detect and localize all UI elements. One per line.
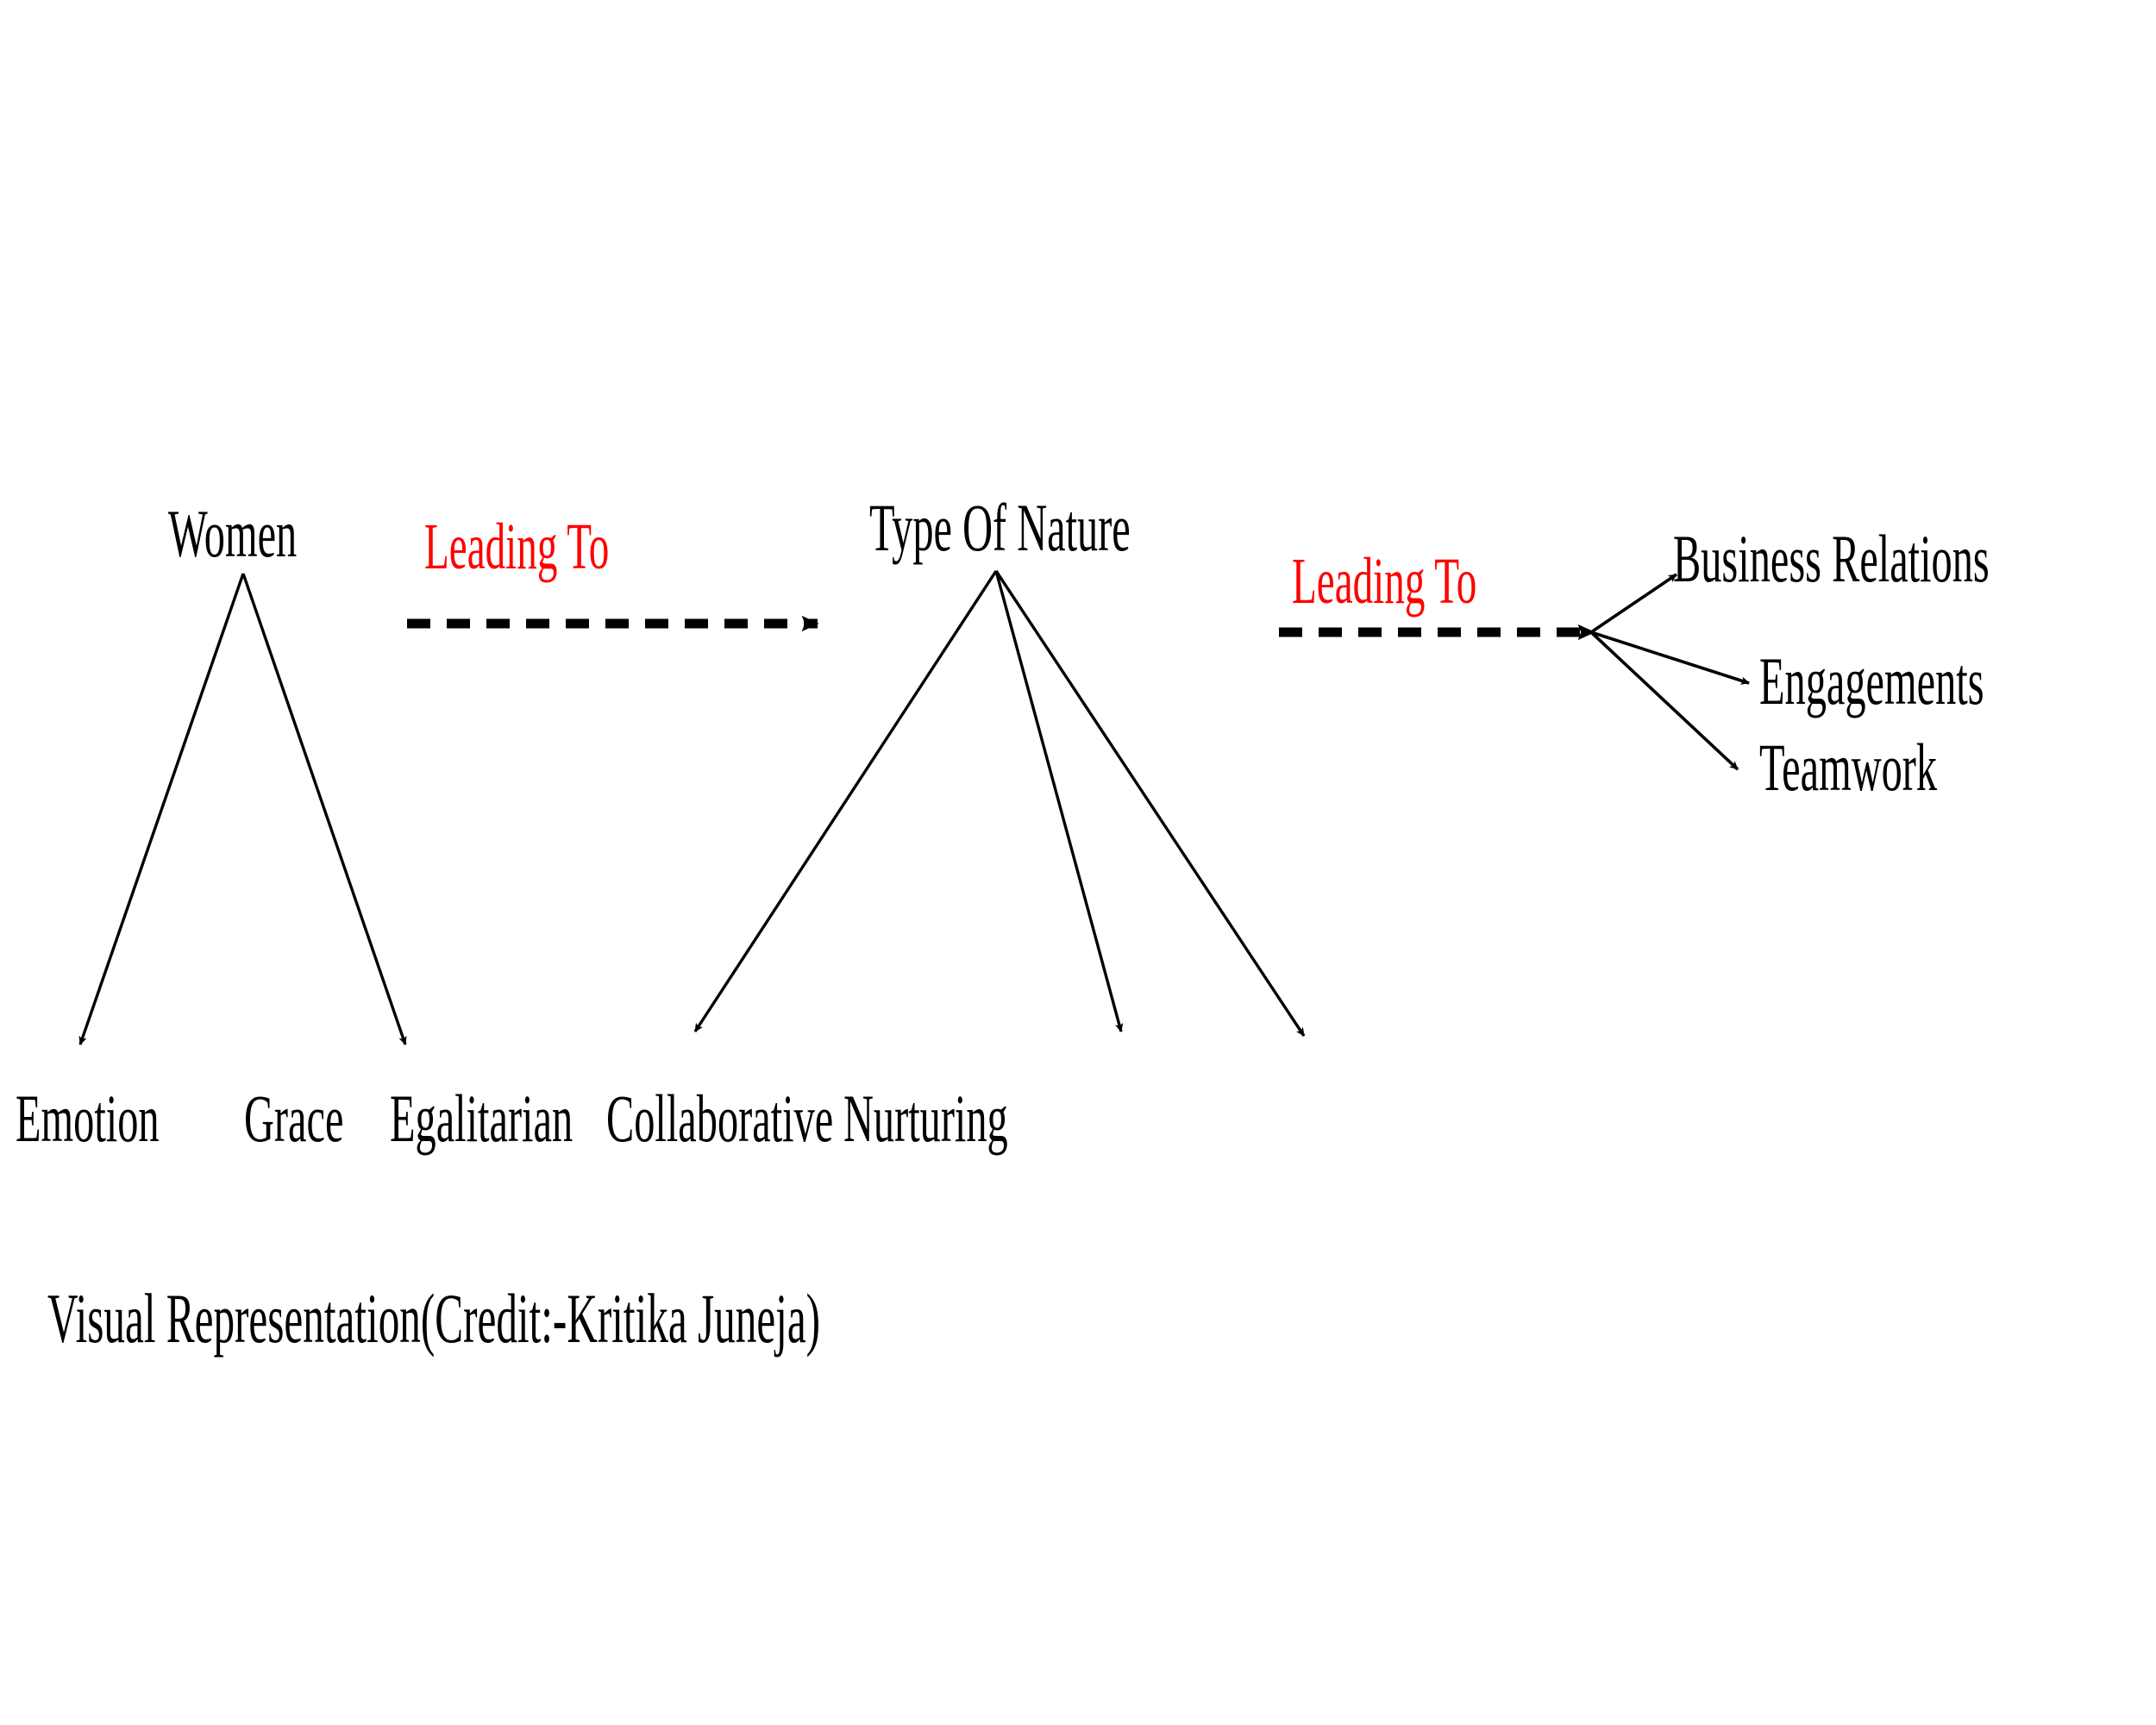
edge-nature-to-collaborative xyxy=(994,570,1124,1032)
diagram-caption: Visual Representation(Credit:-Kritika Ju… xyxy=(47,1279,821,1358)
node-nurturing[interactable]: Nurturing xyxy=(843,1081,1008,1156)
edge-hub-to-engagements xyxy=(1590,630,1750,685)
node-collaborative[interactable]: Collaborative xyxy=(606,1081,834,1156)
edge-women-to-grace xyxy=(241,573,407,1045)
edge-label-leading-to-1: Leading To xyxy=(424,511,610,583)
node-engagements[interactable]: Engagements xyxy=(1759,643,1984,718)
node-women[interactable]: Women xyxy=(168,496,298,571)
edge-hub-to-business-relations xyxy=(1589,573,1678,634)
edge-women-to-emotion xyxy=(78,573,245,1045)
edge-nature-to-egalitarian xyxy=(693,570,998,1032)
edge-label-leading-to-2: Leading To xyxy=(1292,545,1477,618)
node-type-of-nature[interactable]: Type Of Nature xyxy=(869,490,1131,565)
edge-nature-to-nurturing xyxy=(994,570,1306,1037)
node-egalitarian[interactable]: Egalitarian xyxy=(390,1081,573,1156)
node-teamwork[interactable]: Teamwork xyxy=(1759,730,1938,805)
node-emotion[interactable]: Emotion xyxy=(16,1081,160,1156)
edge-hub-to-teamwork xyxy=(1589,630,1739,771)
node-business-relations[interactable]: Business Relations xyxy=(1673,521,1990,596)
node-grace[interactable]: Grace xyxy=(244,1081,344,1156)
